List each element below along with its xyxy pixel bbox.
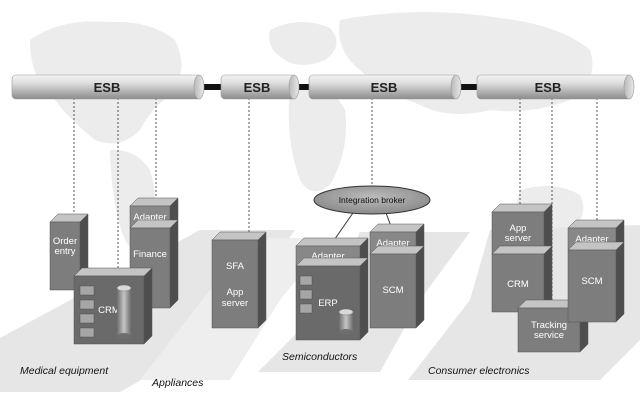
esb-joint-3: [458, 84, 478, 90]
scm-box-semi-top-face: [369, 245, 425, 255]
erp-box-label: ERP: [318, 298, 338, 309]
app-server-box-consumer-top-face: [491, 203, 553, 213]
esb-segment-2: ESB: [220, 74, 300, 100]
adapter-box-medical-top-face: [129, 197, 179, 207]
crm-box-medical-side-face: [143, 267, 153, 345]
scm-box-consumer-label: SCM: [581, 276, 602, 287]
esb-label-1: ESB: [94, 80, 121, 95]
erp-database-icon: [338, 308, 354, 335]
finance-box-top-face: [129, 219, 179, 229]
adapter-box-semi-2-top-face: [369, 223, 425, 233]
tracking-service-box-label-line-1: Tracking: [531, 320, 567, 331]
esb-label-2: ESB: [244, 80, 271, 95]
erp-module-2: [299, 289, 313, 300]
integration-broker: Integration broker: [313, 185, 431, 215]
crm-box-medical-top-face: [73, 267, 153, 277]
zone-labels: Medical equipment Appliances Semiconduct…: [20, 351, 530, 389]
scm-box-semi-front-face: [369, 253, 417, 329]
zone-label-semiconductors: Semiconductors: [282, 351, 358, 363]
app-server-label-line-1: App: [227, 287, 244, 298]
adapter-box-consumer-top-face: [567, 219, 625, 229]
adapter-box-semi-1-label: Adapter: [311, 251, 344, 262]
esb-label-3: ESB: [371, 80, 398, 95]
zone-label-consumer-electronics: Consumer electronics: [428, 365, 530, 377]
esb-connectors: [73, 98, 598, 308]
adapter-box-medical-label: Adapter: [133, 212, 166, 223]
crm-box-medical-label: CRM: [98, 305, 120, 316]
finance-box-label: Finance: [133, 249, 167, 260]
esb-joint-1: [202, 84, 222, 90]
scm-box-semi: SCM: [369, 245, 425, 329]
tracking-service-box-label-line-2: service: [534, 330, 564, 341]
adapter-box-semi-1-top-face: [295, 237, 369, 247]
order-entry-box-label-line-1: Order: [53, 236, 77, 247]
erp-box-top-face: [295, 257, 369, 267]
crm-module-3: [79, 313, 95, 324]
esb-segment-3: ESB: [308, 74, 462, 100]
crm-module-1: [79, 285, 95, 296]
sfa-app-server-box-side-face: [257, 231, 267, 329]
erp-box-side-face: [359, 257, 369, 341]
crm-box-medical: CRM: [73, 267, 153, 345]
esb-joint-2: [296, 84, 310, 90]
scm-box-semi-label: SCM: [382, 285, 403, 296]
crm-box-consumer-top-face: [491, 245, 553, 255]
zone-label-medical-equipment: Medical equipment: [20, 365, 109, 377]
esb-label-4: ESB: [535, 80, 562, 95]
erp-module-3: [299, 303, 313, 314]
crm-module-2: [79, 299, 95, 310]
component-boxes: OrderentryAdapterFinanceCRMSFAAppserverA…: [49, 197, 625, 353]
scm-box-consumer-front-face: [567, 249, 617, 323]
order-entry-box-label-line-2: entry: [54, 246, 75, 257]
crm-box-consumer-label: CRM: [507, 279, 529, 290]
adapter-box-semi-2-label: Adapter: [376, 238, 409, 249]
finance-box-side-face: [169, 219, 179, 309]
app-server-box-consumer-label-line-2: server: [505, 233, 531, 244]
scm-box-semi-side-face: [415, 245, 425, 329]
erp-box: ERP: [295, 257, 369, 341]
crm-box-consumer: CRM: [491, 245, 553, 313]
sfa-app-server-box-top-face: [211, 231, 267, 241]
scm-box-consumer-side-face: [615, 241, 625, 323]
sfa-label: SFA: [226, 261, 245, 272]
app-server-box-consumer-label-line-1: App: [510, 223, 527, 234]
esb-bus: ESB ESB ESB ESB: [11, 74, 635, 100]
zone-label-appliances: Appliances: [151, 377, 204, 389]
app-server-label-line-2: server: [222, 298, 248, 309]
scm-box-consumer-top-face: [567, 241, 625, 251]
crm-module-4: [79, 327, 95, 338]
scm-box-consumer: SCM: [567, 241, 625, 323]
erp-module-1: [299, 275, 313, 286]
integration-broker-label: Integration broker: [339, 195, 406, 205]
esb-segment-1: ESB: [11, 74, 205, 100]
crm-database-icon: [116, 284, 132, 339]
esb-segment-4: ESB: [476, 74, 635, 100]
adapter-box-consumer-label: Adapter: [575, 234, 608, 245]
sfa-app-server-box-front-face: [211, 239, 259, 329]
